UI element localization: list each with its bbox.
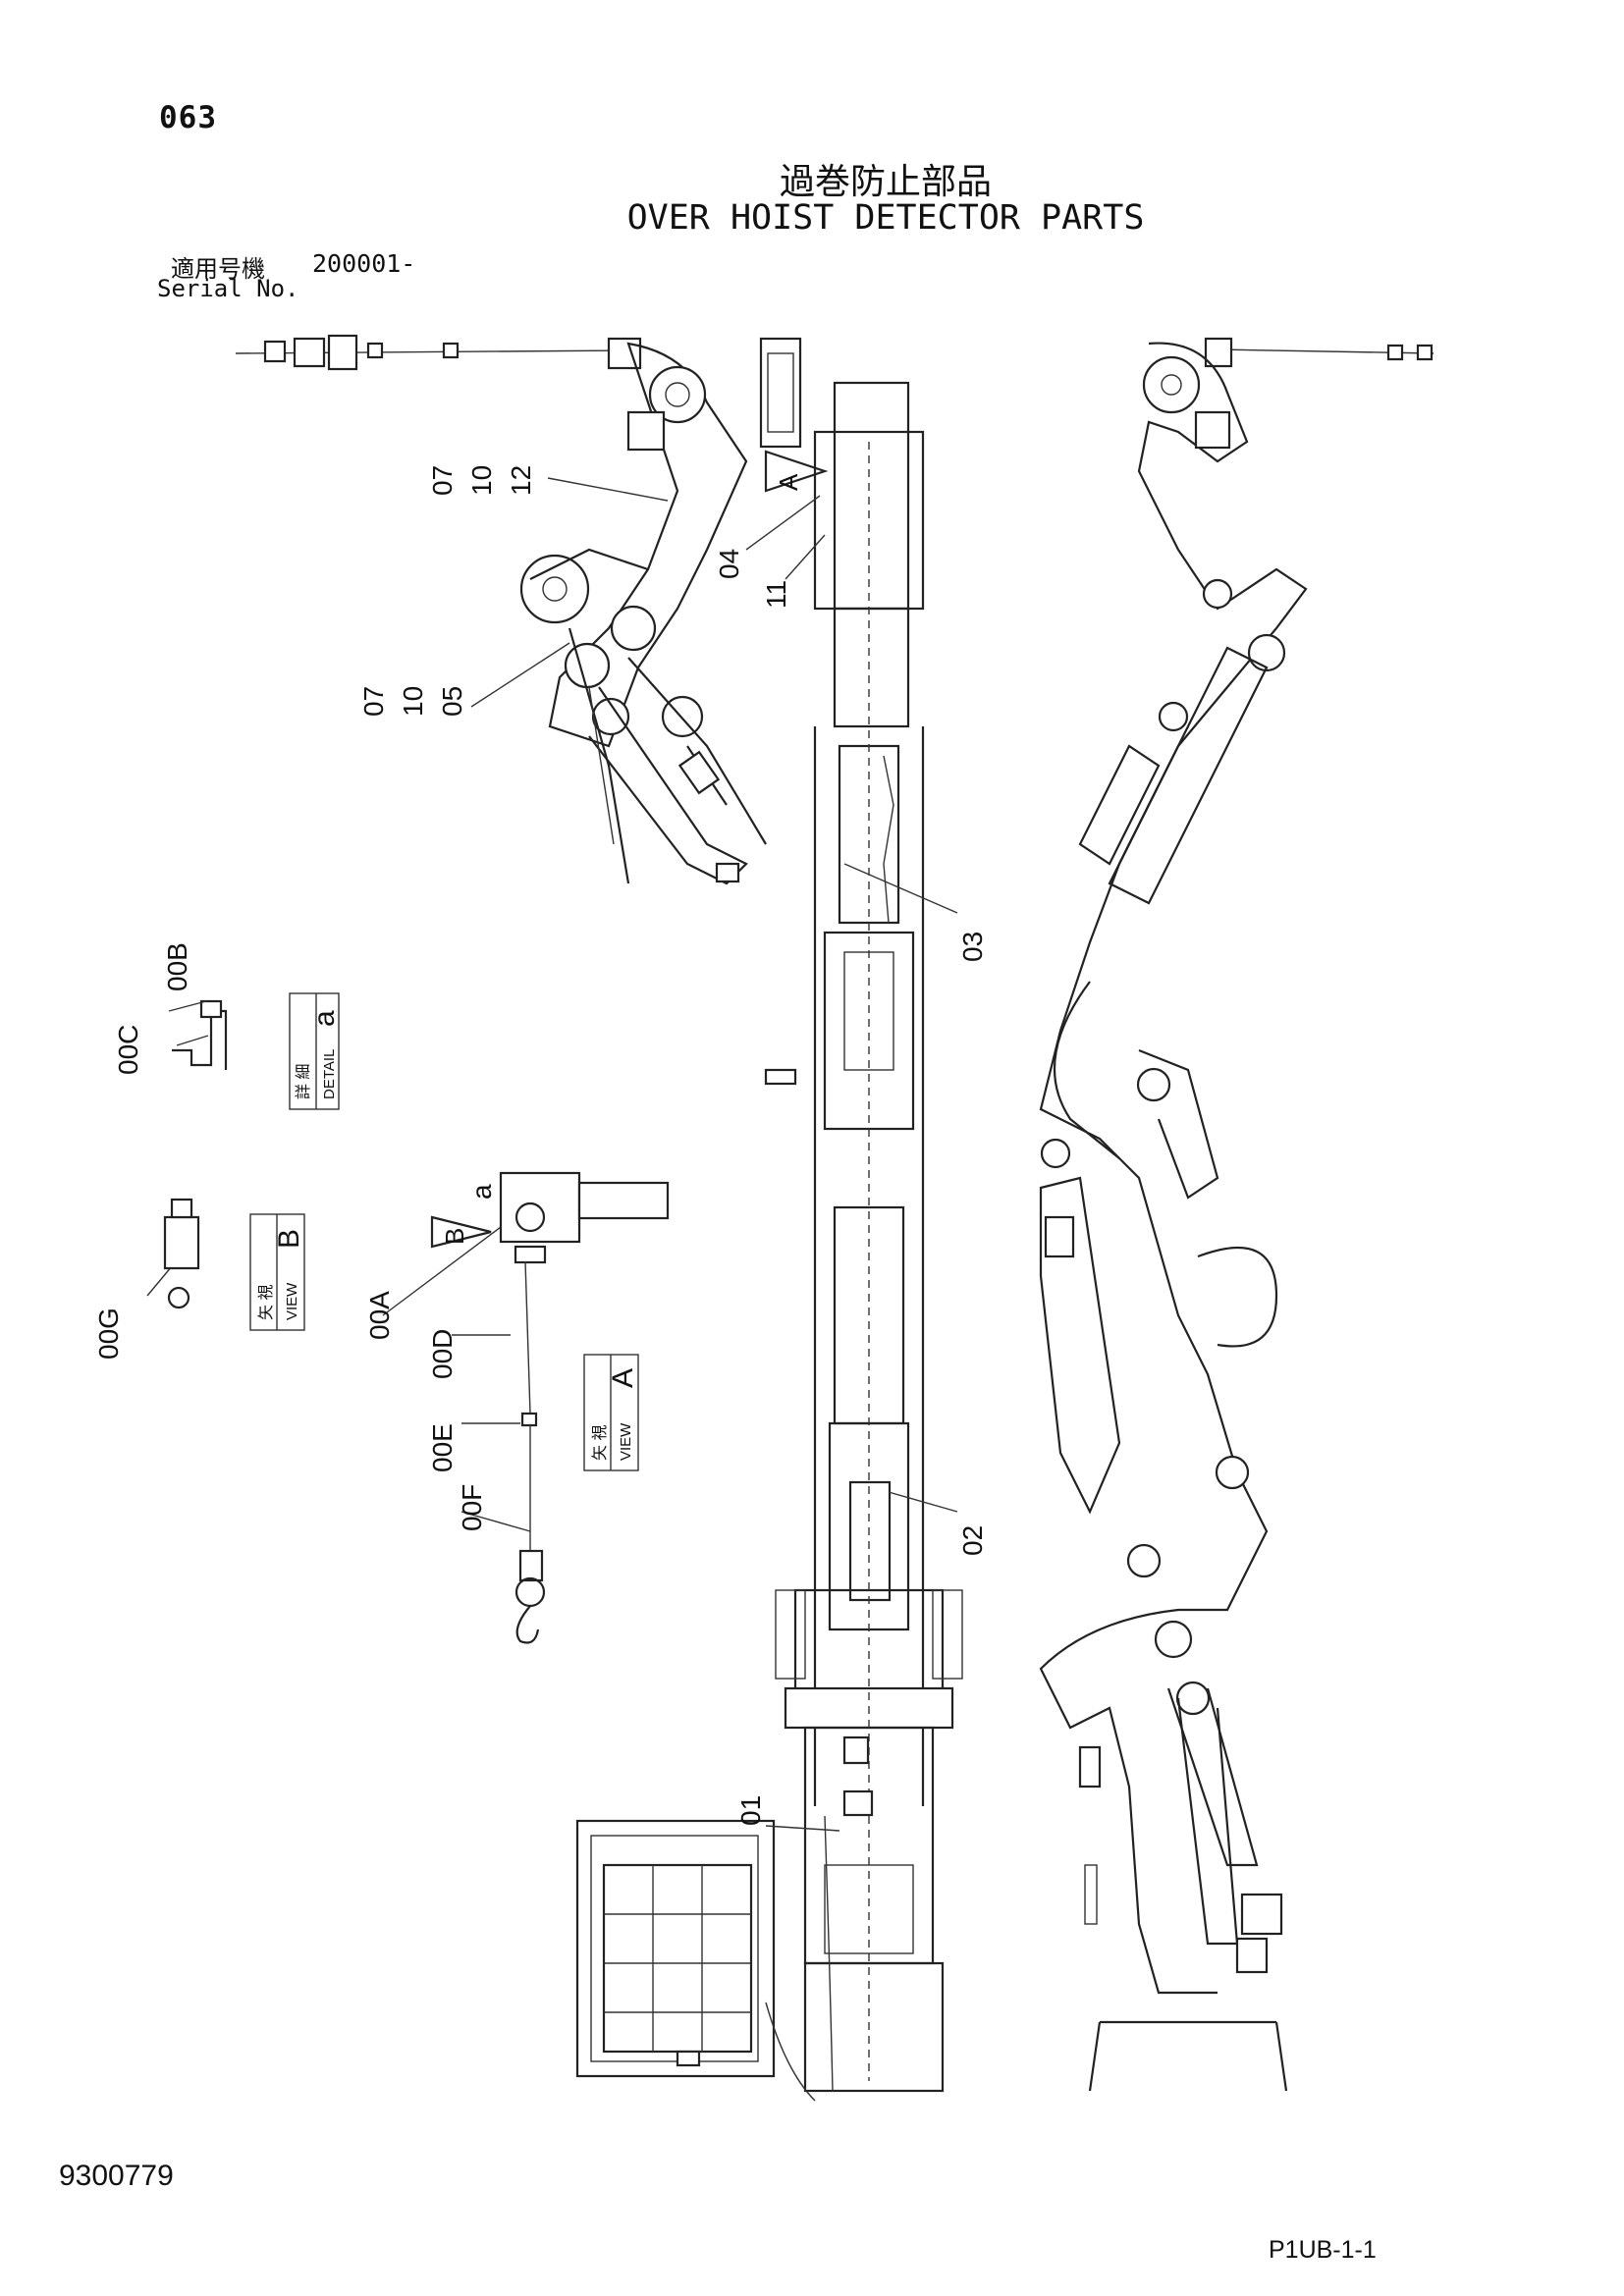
callout-03: 03 [957,932,988,962]
callout-00G: 00G [93,1308,124,1360]
detail-label-japanese: 詳 細 [295,1064,312,1099]
cab-top-view [575,1819,816,2102]
serial-label-japanese: 適用号機 [171,255,265,283]
detail-label-letter: a [308,1010,341,1027]
view-b-device [163,1198,200,1309]
leader-lines [146,477,958,1832]
view-b-label-japanese: 矢 視 [257,1285,275,1320]
callout-00D: 00D [427,1329,458,1379]
callout-labels: 07 10 12 07 10 05 04 11 03 02 01 00B 00C… [93,465,988,1826]
detail-label-english: DETAIL [321,1049,338,1099]
view-a-label-letter: A [607,1368,639,1388]
page-code: P1UB-1-1 [1269,2236,1377,2264]
callout-00B: 00B [162,942,192,991]
callout-00F: 00F [457,1484,487,1531]
page-number: 063 [159,100,217,135]
view-a-hook-assembly [499,1171,670,1644]
callout-04: 04 [714,549,744,579]
callout-01: 01 [735,1795,766,1826]
callout-02: 02 [957,1525,988,1556]
serial-label-english: Serial No. [157,275,299,302]
view-marker-a-triangle [764,450,829,493]
callout-07-10-12-bottom: 12 [506,465,536,496]
marker-B-triangle-letter: B [440,1228,469,1245]
marker-A-triangle-letter: A [774,473,803,491]
callout-07-10-05-bottom: 05 [437,686,467,717]
view-a-label-japanese: 矢 視 [591,1425,609,1461]
view-b-label-english: VIEW [284,1282,300,1320]
center-boom-view [759,337,963,2093]
view-b-label-box [249,1213,305,1331]
callout-07-10-12-mid: 10 [466,465,497,496]
detail-a-label-box [289,992,340,1110]
view-a-label-english: VIEW [618,1422,634,1461]
top-right-wire-assembly [1204,337,1435,368]
page-title-japanese: 過巻防止部品 [779,162,992,202]
right-boom-side-view [1039,342,1308,2092]
callout-00C: 00C [113,1025,143,1075]
detail-a-bracket [168,999,228,1070]
marker-a-hook: a [466,1184,497,1200]
left-boom-arm-view [519,342,767,885]
callout-11: 11 [761,580,791,609]
callout-07-10-05-mid: 10 [398,686,428,717]
document-id: 9300779 [59,2160,174,2192]
page-title-english: OVER HOIST DETECTOR PARTS [626,198,1145,238]
serial-number-value: 200001- [312,249,416,278]
view-b-label-letter: B [273,1229,305,1249]
top-left-wire-assembly [235,334,642,371]
callout-07-10-05-top: 07 [358,686,389,717]
view-marker-b-triangle [430,1215,492,1249]
callout-00A: 00A [364,1291,395,1340]
callout-07-10-12-top: 07 [427,465,458,496]
callout-00E: 00E [427,1423,458,1472]
view-a-label-box [583,1354,639,1471]
